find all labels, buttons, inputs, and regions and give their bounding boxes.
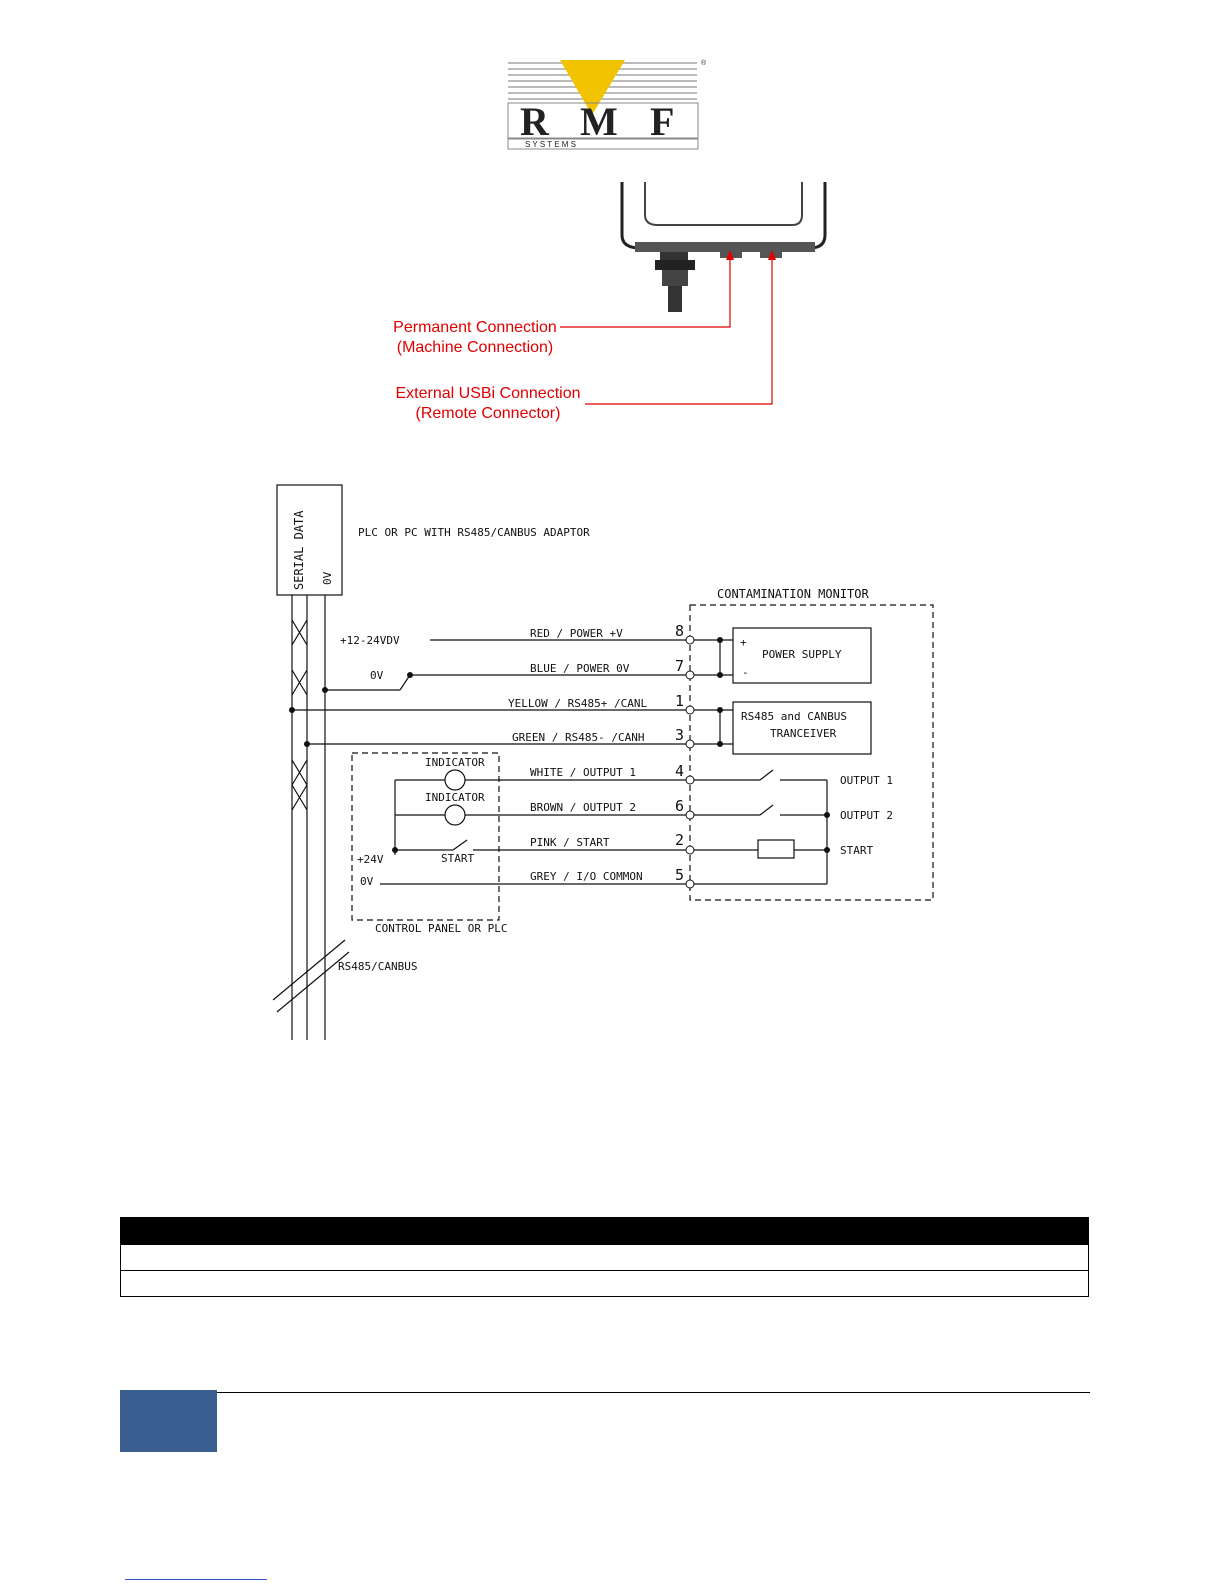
logo-tagline: S Y S T E M S (525, 140, 576, 149)
supply-label: +12-24VDV (340, 634, 400, 647)
output-1-label: OUTPUT 1 (840, 774, 893, 787)
external-usbi-callout: External USBi Connection (Remote Connect… (383, 384, 593, 424)
wire-label-blue: BLUE / POWER 0V (530, 662, 630, 675)
plus24-label: +24V (357, 853, 384, 866)
wire-label-grey: GREY / I/O COMMON (530, 870, 643, 883)
ov-label-1: 0V (370, 669, 384, 682)
wire-label-white: WHITE / OUTPUT 1 (530, 766, 636, 779)
pin-7: 7 (675, 657, 684, 675)
footer-color-block (120, 1390, 217, 1452)
power-supply-plus: + (740, 636, 747, 649)
output-2-label: OUTPUT 2 (840, 809, 893, 822)
wire-label-yellow: YELLOW / RS485+ /CANL (508, 697, 647, 710)
wire-label-pink: PINK / START (530, 836, 610, 849)
start-output-label: START (840, 844, 873, 857)
callout-title: External USBi Connection (395, 385, 581, 402)
wire-label-green: GREEN / RS485- /CANH (512, 731, 644, 744)
power-supply-label: POWER SUPPLY (762, 648, 842, 661)
rmf-systems-logo: R M F S Y S T E M S ® (507, 59, 707, 150)
control-panel-label: CONTROL PANEL OR PLC (375, 922, 507, 935)
specification-table (120, 1217, 1089, 1297)
callout-title: Permanent Connection (393, 319, 557, 336)
permanent-connection-callout: Permanent Connection (Machine Connection… (380, 318, 570, 358)
registered-mark: ® (701, 59, 707, 67)
callout-subtitle: (Machine Connection) (396, 339, 554, 356)
logo-letter-r: R (520, 99, 550, 144)
callout-leader-lines (560, 250, 776, 405)
pin-5: 5 (675, 866, 684, 884)
pin-1: 1 (675, 692, 684, 710)
wiring-diagram: SERIAL DATA 0V PLC OR PC WITH RS485/CANB… (272, 484, 934, 1040)
footer-link-underline[interactable] (125, 1579, 267, 1580)
pin-2: 2 (675, 831, 684, 849)
monitor-title: CONTAMINATION MONITOR (717, 587, 869, 601)
footer-divider (120, 1392, 1090, 1393)
wire-label-brown: BROWN / OUTPUT 2 (530, 801, 636, 814)
transceiver-line1: RS485 and CANBUS (741, 710, 847, 723)
logo-letter-m: M (580, 99, 618, 144)
pin-6: 6 (675, 797, 684, 815)
serial-ov-label: 0V (321, 571, 334, 585)
pin-4: 4 (675, 762, 684, 780)
wire-label-red: RED / POWER +V (530, 627, 623, 640)
indicator-1-label: INDICATOR (425, 756, 485, 769)
transceiver-line2: TRANCEIVER (770, 727, 837, 740)
pin-8: 8 (675, 622, 684, 640)
pin-3: 3 (675, 726, 684, 744)
bus-label: RS485/CANBUS (338, 960, 417, 973)
table-row (120, 1244, 1089, 1271)
logo-letter-f: F (650, 99, 674, 144)
plc-label: PLC OR PC WITH RS485/CANBUS ADAPTOR (358, 526, 590, 539)
indicator-2-label: INDICATOR (425, 791, 485, 804)
table-row (120, 1270, 1089, 1297)
callout-subtitle: (Remote Connector) (415, 405, 561, 422)
ov-label-2: 0V (360, 875, 374, 888)
serial-data-label: SERIAL DATA (292, 510, 306, 590)
table-header-row (120, 1217, 1089, 1245)
start-switch-label: START (441, 852, 474, 865)
power-supply-minus: - (742, 666, 749, 679)
